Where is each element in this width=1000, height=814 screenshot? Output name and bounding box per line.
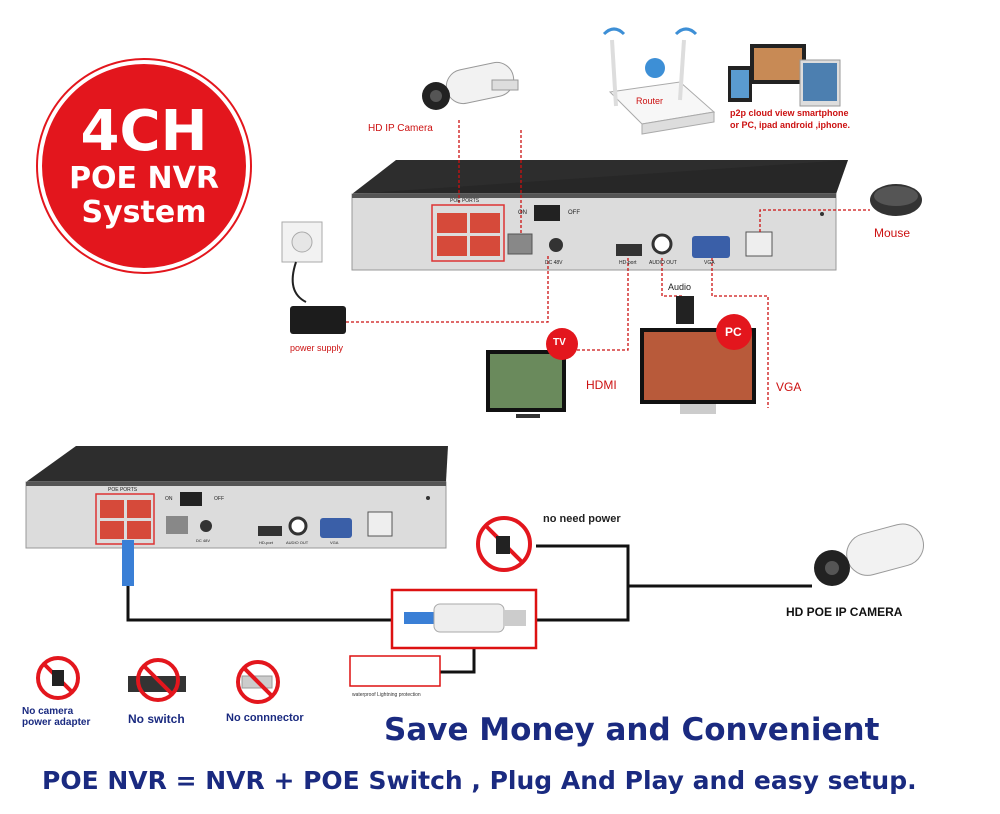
ip-camera-bottom (814, 523, 924, 586)
nvr-top (351, 160, 848, 271)
wires-top (345, 120, 870, 408)
audioout-label-bottom: AUDIO OUT (286, 540, 309, 545)
pc-badge-circle (716, 314, 752, 350)
wires-bottom (126, 544, 812, 674)
usb-ports-top (745, 231, 773, 257)
audio-speaker (676, 296, 694, 324)
no-switch-icon (128, 658, 186, 702)
no-power-icon (476, 516, 532, 572)
power-supply-label: power supply (290, 343, 344, 353)
vga-port-label-bottom: VGA (330, 540, 339, 545)
mouse-label: Mouse (874, 226, 911, 240)
nvr-bottom (25, 446, 448, 549)
protection-label: waterproof Lightning protection (352, 692, 421, 698)
off-label-bottom: OFF (214, 496, 224, 502)
vga-port-label-top: VGA (704, 260, 715, 266)
headline: Save Money and Convenient (384, 712, 880, 748)
dc-label-top: DC 48V (545, 260, 563, 266)
router (602, 27, 716, 135)
system-badge: 4CH POE NVR System (38, 60, 250, 272)
feature-no-adapter: No camera power adapter (22, 706, 90, 728)
cloud-label-1: p2p cloud view smartphone (730, 108, 849, 118)
badge-line-3: System (81, 195, 207, 230)
cloud-label-2: or PC, ipad android ,iphone. (730, 120, 851, 130)
power-switch-top (534, 205, 560, 221)
poe-ports-label-top: POE PORTS (450, 198, 480, 204)
poe-ports-top (431, 204, 505, 262)
tv-display (486, 350, 566, 418)
hdport-label-bottom: HD-port (259, 540, 274, 545)
hdport-label-top: HD-port (619, 260, 637, 266)
hdmi-port-top (616, 244, 642, 256)
camera-label-bottom: HD POE IP CAMERA (786, 605, 903, 619)
lan-port-top (507, 233, 533, 255)
audio-label: Audio (668, 282, 692, 292)
badge-line-1: 4CH (80, 99, 208, 164)
on-label-bottom: ON (165, 496, 173, 502)
feature-no-connector: No connnector (226, 712, 304, 724)
audio-jack-top (651, 233, 673, 255)
tagline: POE NVR = NVR + POE Switch , Plug And Pl… (42, 766, 917, 795)
on-label-top: ON (518, 210, 527, 216)
vga-port-top (692, 236, 730, 258)
vga-label: VGA (776, 380, 802, 394)
pc-monitor (640, 328, 756, 414)
power-supply (281, 221, 346, 334)
badge-line-2: POE NVR (69, 161, 219, 196)
camera-label-top: HD IP Camera (368, 123, 433, 134)
hdmi-label: HDMI (586, 378, 617, 392)
router-label: Router (636, 96, 664, 106)
dc-label-bottom: DC 48V (196, 538, 211, 543)
dc-jack-top (549, 238, 563, 252)
audioout-label-top: AUDIO OUT (649, 260, 677, 266)
tv-badge: TV (553, 337, 566, 348)
poe-ports-label-bottom: POE PORTS (108, 487, 138, 493)
feature-no-adapter-line-2: power adapter (22, 717, 91, 728)
no-power-label: no need power (543, 513, 621, 525)
protection-box (349, 655, 441, 687)
blue-cable (122, 540, 134, 586)
connector-plug (404, 603, 526, 633)
feature-no-adapter-line-1: No camera (22, 706, 74, 717)
tv-badge-circle (546, 328, 578, 360)
off-label-top: OFF (568, 210, 580, 216)
no-adapter-icon (36, 656, 80, 700)
no-connector-icon (236, 660, 280, 704)
mobile-devices (728, 44, 841, 107)
reset-hole-top (820, 212, 824, 216)
ip-camera-top (422, 61, 519, 110)
feature-no-switch: No switch (128, 712, 185, 726)
mouse-device (870, 184, 922, 216)
pc-badge: PC (725, 325, 742, 339)
